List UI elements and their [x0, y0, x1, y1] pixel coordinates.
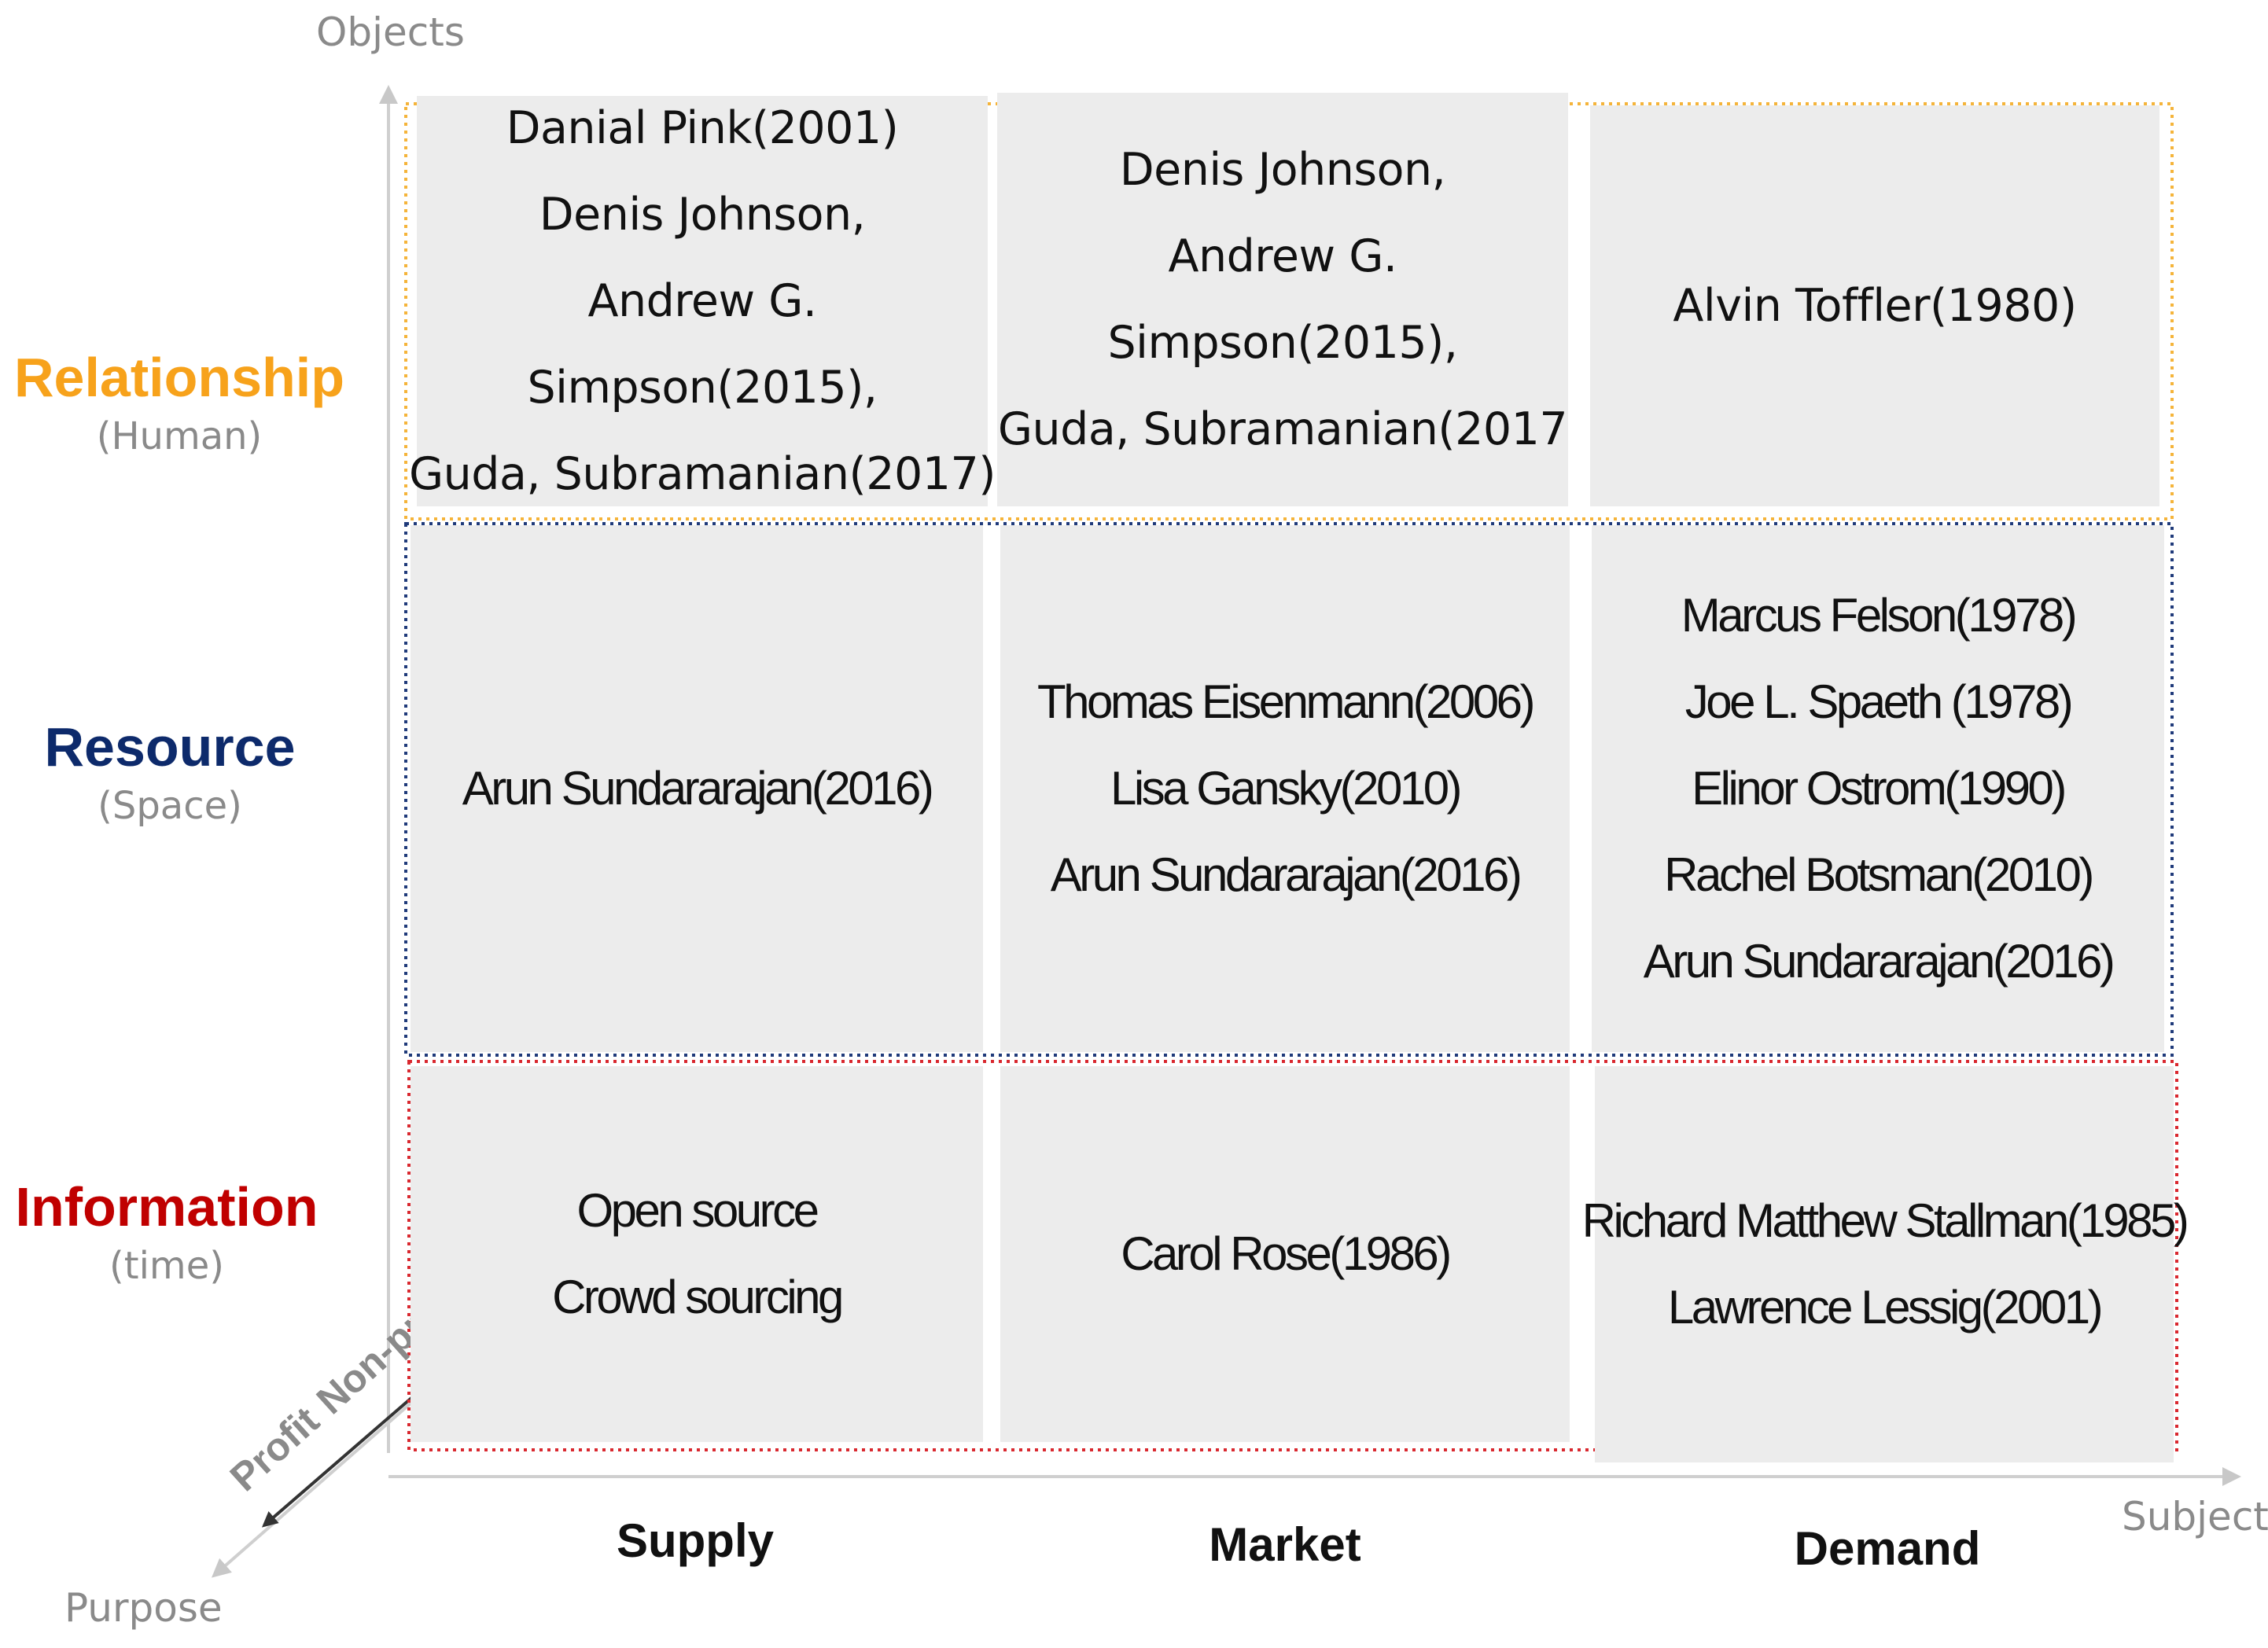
resource-group-border	[404, 522, 2174, 1057]
cell-text-line: Guda, Subramanian(2017)	[409, 448, 996, 500]
column-label-market: Market	[1209, 1518, 1361, 1571]
cell-text-line: Danial Pink(2001)	[506, 102, 899, 154]
cell-relationship-demand: Alvin Toffler(1980)	[1590, 105, 2159, 506]
cell-text-line: Arun Sundararajan(2016)	[1050, 848, 1522, 901]
column-label-demand: Demand	[1794, 1522, 1981, 1575]
cell-text-line: Lawrence Lessig(2001)	[1667, 1281, 2104, 1333]
cell-relationship-supply: Danial Pink(2001) Denis Johnson, Andrew G.…	[409, 96, 996, 506]
cell-text-line: Denis Johnson,	[1119, 144, 1446, 196]
cell-text-line: Andrew G.	[587, 275, 817, 327]
cell-text-line: Alvin Toffler(1980)	[1673, 280, 2077, 332]
x-axis-label: Subject	[2122, 1494, 2268, 1539]
row-subtitle-relationship: (Human)	[96, 414, 263, 458]
row-subtitle-resource: (Space)	[98, 784, 242, 828]
row-title-relationship: Relationship	[13, 347, 345, 408]
cell-text-line: Simpson(2015),	[527, 362, 878, 414]
cell-resource-market: Thomas Eisenmann(2006) Lisa Gansky(2010) A…	[1000, 525, 1570, 1052]
row-title-information: Information	[15, 1176, 318, 1238]
cell-text-line: Rachel Botsman(2010)	[1664, 848, 2094, 901]
cell-text-line: Arun Sundararajan(2016)	[1643, 935, 2115, 988]
cell-resource-demand: Marcus Felson(1978) Joe L. Spaeth (1978) E…	[1592, 525, 2164, 1052]
cell-text-line: Open source	[576, 1184, 819, 1237]
column-label-supply: Supply	[616, 1514, 774, 1567]
row-label-relationship: Relationship (Human)	[0, 346, 359, 464]
row-title-resource: Resource	[44, 716, 296, 778]
cell-text-line: Andrew G.	[1168, 230, 1397, 282]
row-subtitle-information: (time)	[109, 1244, 224, 1288]
cell-text-line: Lisa Gansky(2010)	[1110, 762, 1463, 815]
cell-relationship-market: Denis Johnson, Andrew G. Simpson(2015), Gud…	[997, 93, 1568, 506]
cell-text-line: Thomas Eisenmann(2006)	[1036, 675, 1536, 728]
cell-text-line: Arun Sundararajan(2016)	[462, 762, 934, 815]
cell-text-line: Marcus Felson(1978)	[1681, 589, 2078, 642]
cell-text-line: Denis Johnson,	[539, 189, 866, 241]
cell-text-line: Crowd sourcing	[552, 1271, 844, 1323]
cell-text-line: Elinor Ostrom(1990)	[1692, 762, 2067, 815]
cell-information-market: Carol Rose(1986)	[1000, 1066, 1570, 1442]
information-group-border	[407, 1060, 2178, 1451]
cell-information-demand: Richard Matthew Stallman(1985) Lawrence L…	[1582, 1066, 2189, 1462]
cell-text-line: Simpson(2015),	[1107, 317, 1458, 369]
cell-text-line: Carol Rose(1986)	[1121, 1227, 1452, 1280]
z-axis-label: Purpose	[64, 1585, 223, 1631]
y-axis-label: Objects	[316, 9, 465, 55]
row-label-information: Information (time)	[0, 1175, 333, 1293]
row-label-resource: Resource (Space)	[0, 715, 340, 833]
cell-text-line: Guda, Subramanian(2017	[997, 403, 1568, 455]
cell-text-line: Joe L. Spaeth (1978)	[1684, 675, 2074, 728]
cell-text-line: Richard Matthew Stallman(1985)	[1581, 1194, 2189, 1247]
cell-resource-supply: Arun Sundararajan(2016)	[411, 525, 983, 1052]
